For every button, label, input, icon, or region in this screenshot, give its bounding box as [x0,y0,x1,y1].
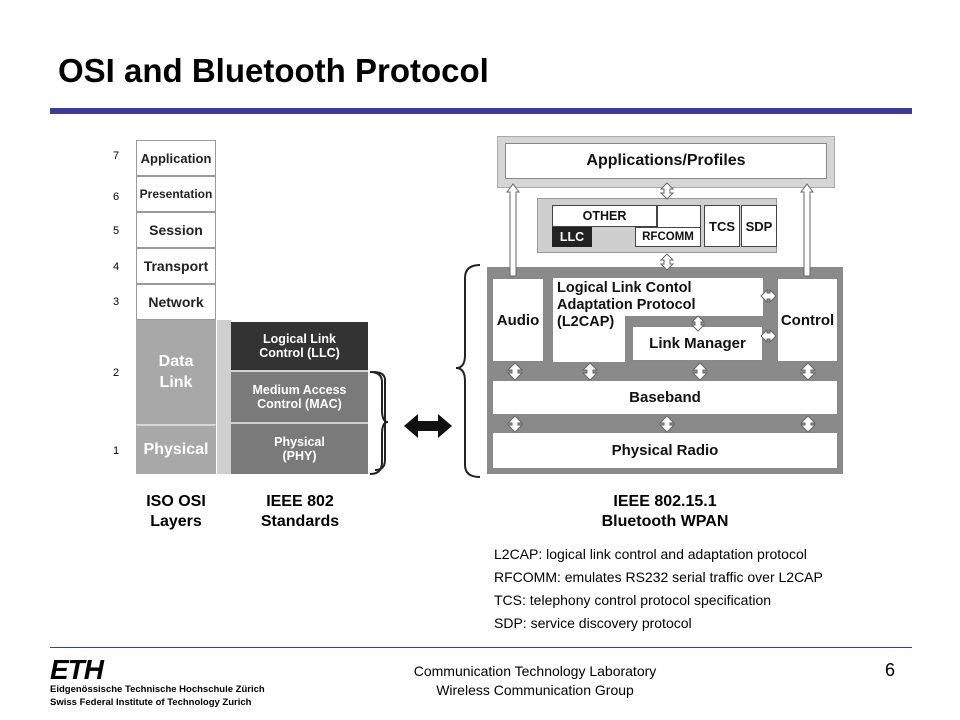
osi-caption: ISO OSI Layers [146,493,206,530]
osi-session: Session [136,212,216,248]
layer-number-6: 6 [112,191,120,203]
radio-arrow-left-icon [506,415,524,433]
ieee-phy: Physical (PHY) [231,424,368,474]
bluetooth-caption: IEEE 802.15.1 Bluetooth WPAN [601,493,729,530]
layer-number-3: 3 [112,296,120,308]
ieee-caption: IEEE 802 Standards [260,493,340,530]
radio-arrow-center-icon [658,415,676,433]
legend-tcs: TCS: telephony control protocol specific… [494,592,772,608]
institution-english: Swiss Federal Institute of Technology Zu… [50,697,252,708]
footer-lab: Communication Technology Laboratory Wire… [413,663,657,698]
audio-up-arrow-icon [506,183,520,277]
osi-presentation: Presentation [136,176,216,212]
rfcomm-protocol: RFCOMM [635,227,701,247]
applications-profiles: Applications/Profiles [505,143,827,179]
osi-network: Network [136,284,216,320]
l2cap-layer: Logical Link Contol Adaptation Protocol … [557,280,696,330]
layer-number-5: 5 [112,225,120,237]
layer-number-2: 2 [112,367,120,379]
osi-data-link: Data Link [136,320,216,424]
control-layer: Control [777,278,838,362]
legend-sdp: SDP: service discovery protocol [494,615,692,631]
ieee-llc: Logical Link Control (LLC) [231,322,368,372]
double-arrow-icon [404,414,452,438]
layer-number-4: 4 [112,261,120,273]
footer-divider [50,647,912,648]
physical-radio-layer: Physical Radio [492,432,838,469]
l2cap-control-arrow-icon [760,288,777,304]
osi-shadow [217,320,231,474]
lm-baseband-arrow-icon [691,362,709,380]
audio-baseband-arrow-icon [506,362,524,380]
rfcomm-extension [657,205,701,227]
bluetooth-arrows [506,182,817,380]
osi-application: Application [136,140,216,176]
control-baseband-arrow-icon [799,362,817,380]
page-number: 6 [885,660,896,680]
l2cap-lm-arrow-icon [690,315,706,332]
institution-german: Eidgenössische Technische Hochschule Zür… [50,684,265,695]
legend-l2cap: L2CAP: logical link control and adaptati… [494,546,807,562]
layer-number-1: 1 [112,445,120,457]
other-protocol: OTHER [552,205,657,227]
link-manager-layer: Link Manager [632,326,763,361]
osi-transport: Transport [136,248,216,284]
eth-logo: ETH [50,654,104,685]
ieee-bracket [369,371,389,475]
radio-arrow-right-icon [799,415,817,433]
lm-control-arrow-icon [760,328,777,344]
sdp-protocol: SDP [741,205,777,247]
upper-link-arrow-icon [659,253,675,271]
radio-arrows [506,415,817,433]
title-underline [50,108,912,114]
apps-link-arrow-icon [659,182,675,200]
control-up-arrow-icon [800,183,814,277]
layer-number-7: 7 [112,150,120,162]
llc-protocol: LLC [552,227,592,247]
osi-physical: Physical [136,424,216,474]
l2cap-baseband-arrow-icon [581,362,599,380]
audio-layer: Audio [492,278,544,362]
baseband-layer: Baseband [492,380,838,415]
slide-title: OSI and Bluetooth Protocol [58,52,489,89]
legend-rfcomm: RFCOMM: emulates RS232 serial traffic ov… [494,569,823,585]
ieee-mac: Medium Access Control (MAC) [231,372,368,424]
tcs-protocol: TCS [704,205,740,247]
